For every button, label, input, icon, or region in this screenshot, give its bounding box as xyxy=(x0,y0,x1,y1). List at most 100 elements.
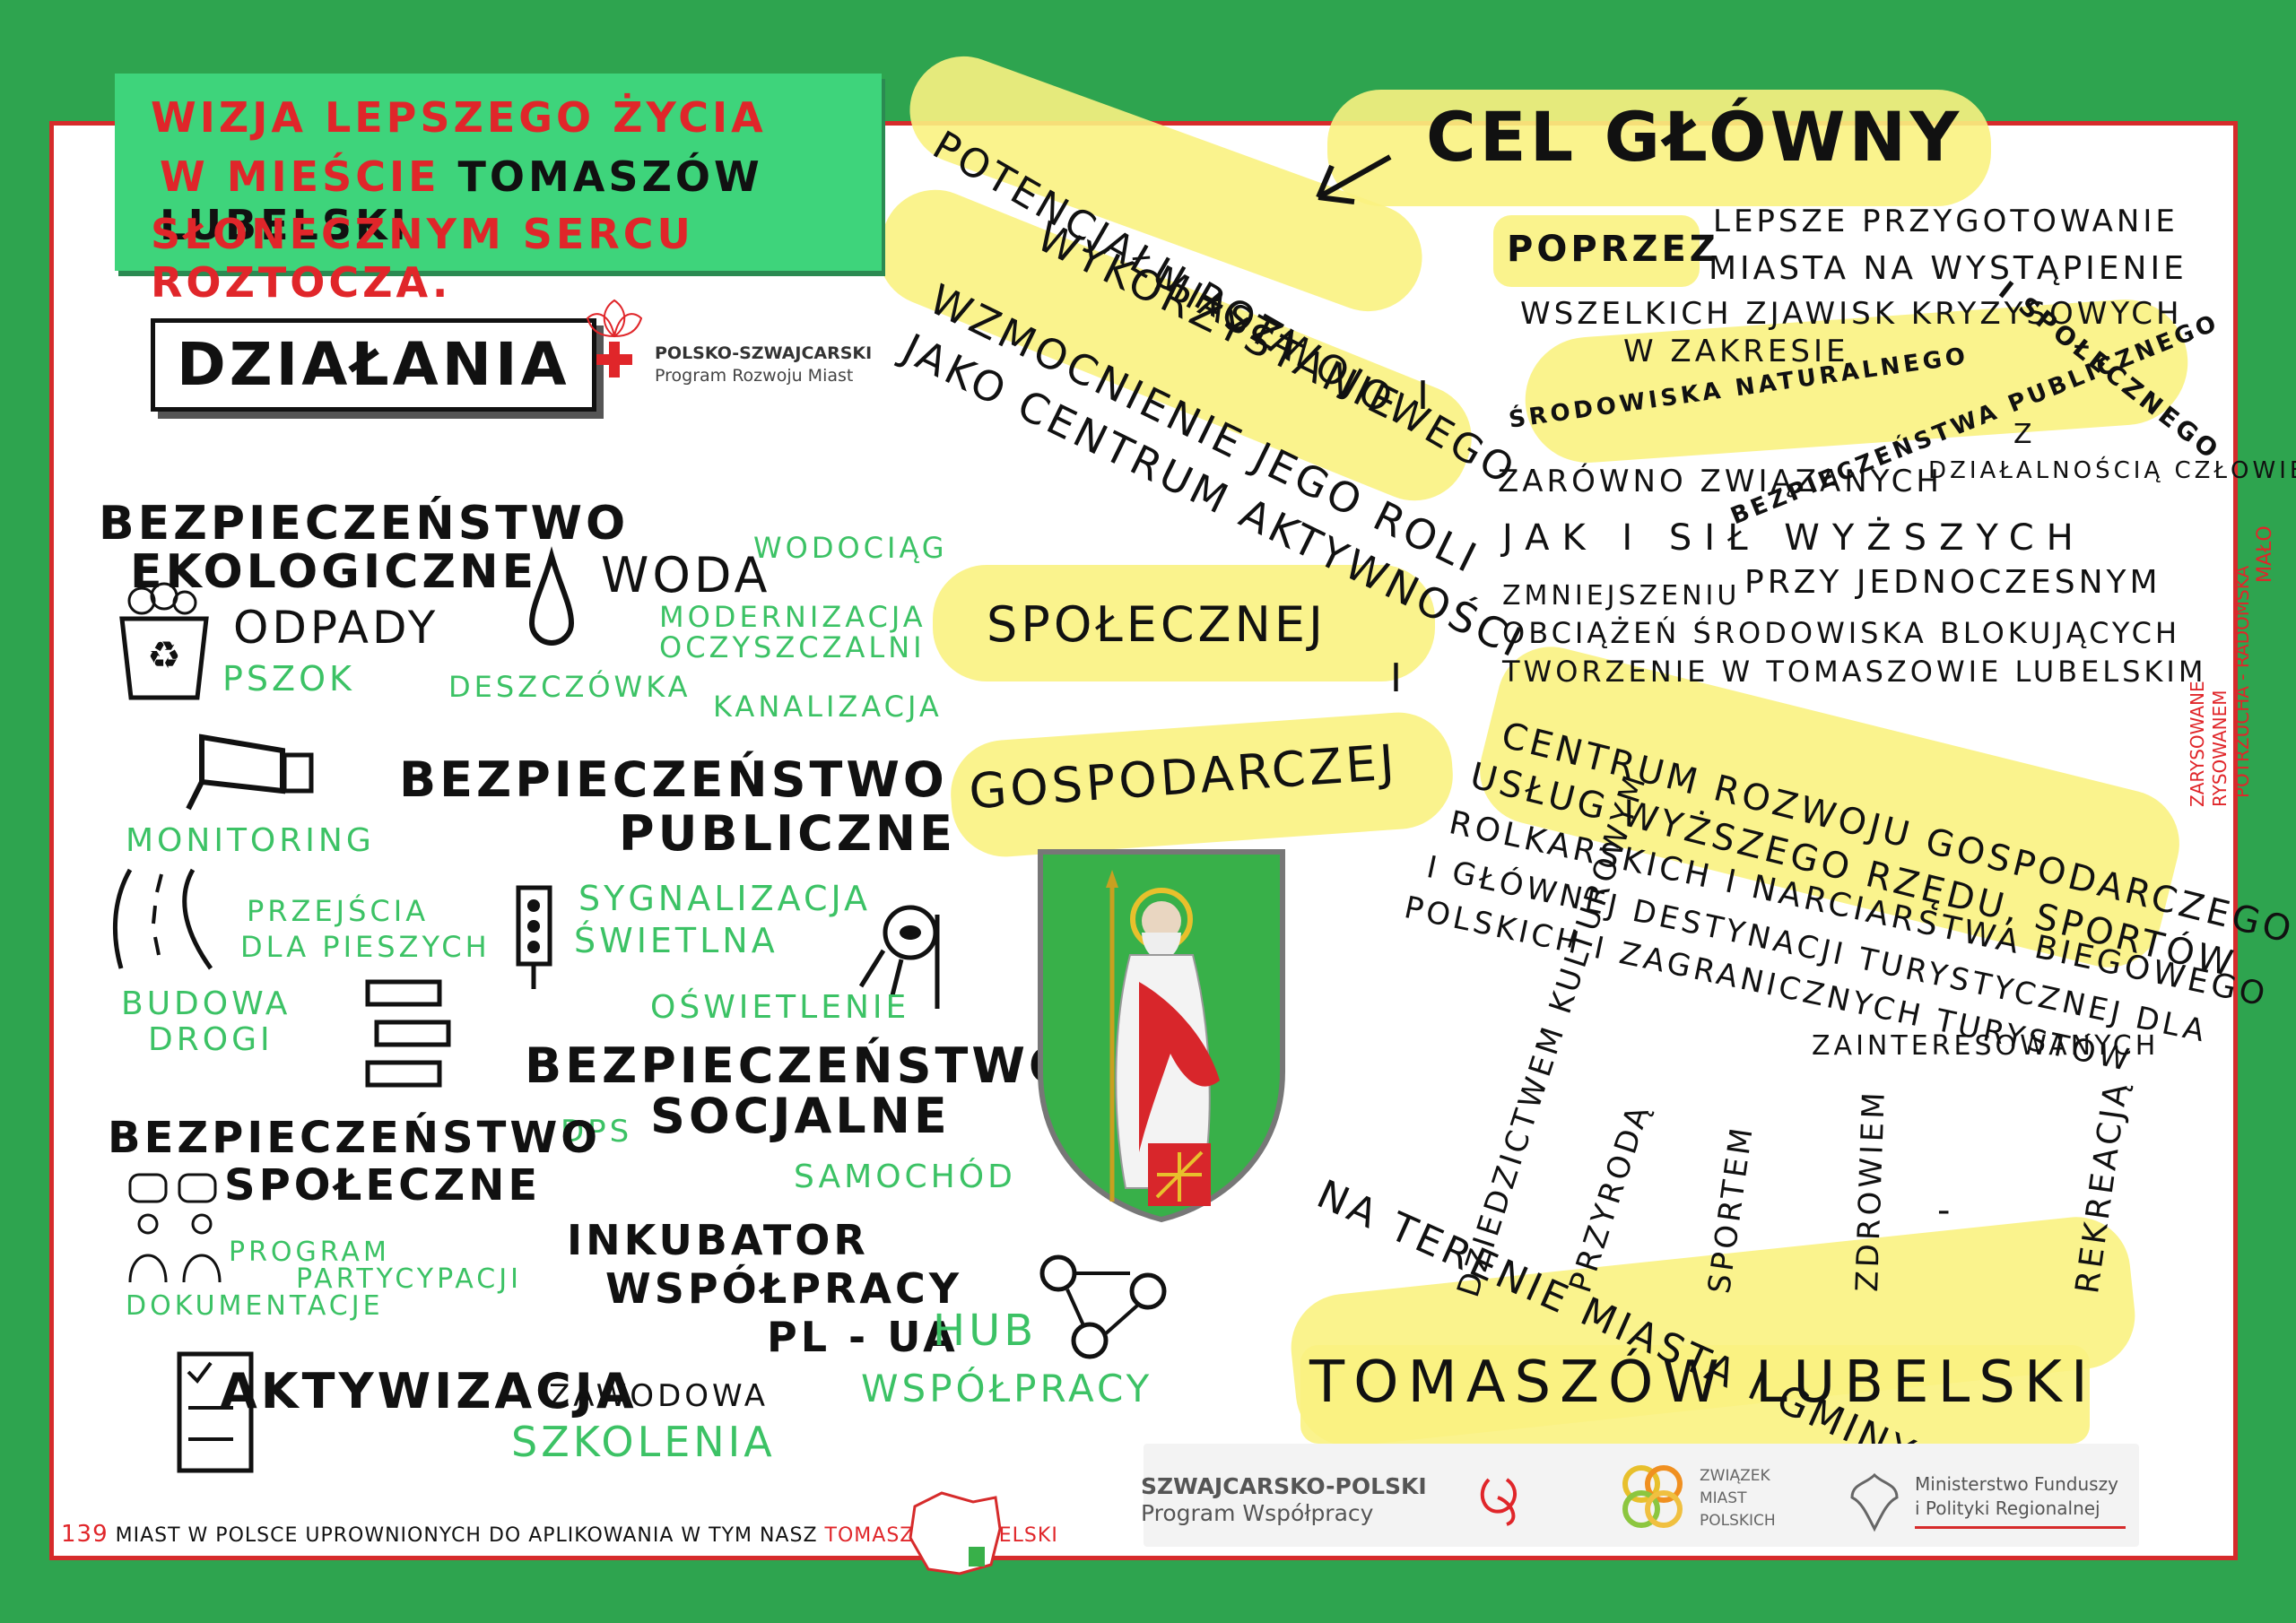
people-chat-icon xyxy=(128,1173,222,1283)
header-line2: W MIEŚCIE TOMASZÓW LUBELSKI xyxy=(160,152,882,249)
goal-f4: ZDROWIEM xyxy=(1849,1088,1892,1293)
partner-zmp-l1: ZWIĄZEK xyxy=(1700,1467,1770,1485)
activation-sub: ZAWODOWA xyxy=(549,1378,770,1414)
eagle-emblem-icon xyxy=(1850,1472,1899,1532)
waste-label: ODPADY xyxy=(233,602,439,654)
program-logo-line1: POLSKO-SZWAJCARSKI xyxy=(655,343,873,363)
traffic-light-icon xyxy=(516,885,552,989)
zmp-logo-icon xyxy=(1622,1465,1683,1528)
hub-l1: HUB xyxy=(933,1306,1038,1356)
road-icon xyxy=(113,868,213,970)
goal-title: CEL GŁÓWNY xyxy=(1426,97,1963,177)
recycle-bin-icon: ♻ xyxy=(119,582,209,700)
rain-label: DESZCZÓWKA xyxy=(448,670,691,704)
header-line2-prefix: W MIEŚCIE xyxy=(160,152,440,201)
eco-title-l2: EKOLOGICZNE xyxy=(130,545,538,599)
credit-l4: MAŁO xyxy=(2254,525,2276,583)
car-label: SAMOCHÓD xyxy=(794,1159,1016,1195)
highlight-city xyxy=(1300,1345,2090,1444)
signals-l2: ŚWIETLNA xyxy=(574,921,778,960)
participation-l1: PROGRAM xyxy=(229,1237,390,1268)
crossings-l1: PRZEJŚCIA xyxy=(247,894,430,928)
header-city: TOMASZÓW LUBELSKI xyxy=(160,152,763,249)
community-title-l2: SPOŁECZNE xyxy=(224,1160,542,1211)
water-drop-icon xyxy=(528,546,575,646)
public-title-l1: BEZPIECZEŃSTWO xyxy=(399,751,948,808)
highlight-through xyxy=(1493,215,1700,287)
footer-text: MIAST W POLSCE UPROWNIONYCH DO APLIKOWAN… xyxy=(115,1524,818,1547)
goal-r5a: ZARÓWNO ZWIĄZANYCH xyxy=(1498,464,1943,499)
swiss-cross-logo-icon xyxy=(586,299,643,378)
highlight-goal-title xyxy=(1327,90,1991,206)
swiss-program-logo-icon xyxy=(1480,1478,1517,1526)
poland-map-icon xyxy=(909,1491,1002,1575)
goal-social: SPOŁECZNEJ xyxy=(987,596,1326,653)
goal-dash: - xyxy=(1937,1190,1954,1231)
actions-title: DZIAŁANIA xyxy=(151,318,596,412)
eco-title-l1: BEZPIECZEŃSTWO xyxy=(99,497,630,551)
partner-swiss-l1: SZWAJCARSKO-POLSKI xyxy=(1141,1473,1427,1499)
social-security-title-l1: BEZPIECZEŃSTWO xyxy=(525,1037,1074,1094)
arrow-icon xyxy=(1316,154,1392,204)
partner-zmp-l3: POLSKICH xyxy=(1700,1512,1776,1530)
program-logo-line2: Program Rozwoju Miast xyxy=(655,366,854,386)
roads-l2: DROGI xyxy=(148,1021,274,1058)
camera-icon xyxy=(186,733,314,811)
partner-ministry-l1: Ministerstwo Funduszy xyxy=(1915,1473,2118,1495)
header-line1: WIZJA LEPSZEGO ŻYCIA xyxy=(151,93,767,142)
goal-r5b: DZIAŁALNOŚCIĄ CZŁOWIEKA xyxy=(1928,457,2296,484)
participation-l2: PARTYCYPACJI xyxy=(296,1263,522,1295)
header-card: WIZJA LEPSZEGO ŻYCIA W MIEŚCIE TOMASZÓW … xyxy=(115,74,882,307)
credit-l2: RYSOWANEM xyxy=(2209,690,2231,808)
signals-l1: SYGNALIZACJA xyxy=(578,879,872,918)
ministry-underline xyxy=(1915,1526,2126,1529)
waterworks-label: WODOCIĄG xyxy=(753,531,948,565)
community-title-l1: BEZPIECZEŃSTWO xyxy=(108,1113,602,1163)
roads-l1: BUDOWA xyxy=(121,985,291,1022)
public-title-l2: PUBLICZNE xyxy=(619,805,956,862)
footer-count: 139 xyxy=(61,1521,109,1548)
documentation-label: DOKUMENTACJE xyxy=(126,1290,384,1322)
crossings-l2: DLA PIESZYCH xyxy=(240,930,491,964)
goal-through: POPRZEZ xyxy=(1507,229,1719,270)
pszok-label: PSZOK xyxy=(222,659,355,699)
goal-z: Z xyxy=(2013,419,2036,450)
social-security-title-l2: SOCJALNE xyxy=(650,1088,951,1144)
header-line3: SŁONECZNYM SERCU ROZTOCZA. xyxy=(151,210,694,307)
svg-text:♻: ♻ xyxy=(147,633,181,677)
goal-c5: ZAINTERESOWANYCH xyxy=(1812,1030,2160,1062)
goal-city: TOMASZÓW LUBELSKI xyxy=(1309,1350,2097,1416)
incubator-l2: WSPÓŁPRACY xyxy=(605,1264,963,1313)
checklist-icon xyxy=(177,1351,254,1473)
modernization-l2: OCZYSZCZALNI xyxy=(659,630,926,664)
incubator-l1: INKUBATOR xyxy=(567,1216,869,1264)
modernization-l1: MODERNIZACJA xyxy=(659,600,926,634)
partner-ministry-l2: i Polityki Regionalnej xyxy=(1915,1497,2100,1519)
street-lamp-icon xyxy=(858,905,940,1009)
goal-r3: WSZELKICH ZJAWISK KRYZYSOWYCH xyxy=(1520,296,2183,332)
goal-r9: TWORZENIE W TOMASZOWIE LUBELSKIM xyxy=(1502,655,2207,689)
activation-title: AKTYWIZACJA xyxy=(220,1363,638,1419)
goal-r2: MIASTA NA WYSTĄPIENIE xyxy=(1709,250,2187,287)
lighting-label: OŚWIETLENIE xyxy=(650,989,910,1026)
sewer-label: KANALIZACJA xyxy=(713,690,943,724)
credit-l1: ZARYSOWANE xyxy=(2187,681,2208,807)
crosswalk-icon xyxy=(365,979,451,1088)
monitoring-label: MONITORING xyxy=(126,822,375,859)
coat-of-arms-icon xyxy=(1038,849,1285,1223)
training-label: SZKOLENIA xyxy=(511,1418,776,1466)
partner-zmp-l2: MIAST xyxy=(1700,1489,1747,1507)
network-hub-icon xyxy=(1039,1254,1167,1359)
dps-label: DPS xyxy=(561,1114,633,1150)
incubator-l3: PL - UA xyxy=(767,1313,959,1361)
water-label: WODA xyxy=(601,547,771,603)
goal-r4: W ZAKRESIE xyxy=(1623,334,1849,369)
goal-and2: I xyxy=(1390,655,1405,701)
goal-r8: OBCIĄŻEŃ ŚRODOWISKA BLOKUJĄCYCH xyxy=(1502,616,2181,650)
hub-l2: WSPÓŁPRACY xyxy=(861,1367,1153,1410)
goal-r7b: ZMNIEJSZENIU xyxy=(1502,580,1741,612)
highlight-social xyxy=(933,565,1435,681)
goal-r6: JAK I SIŁ WYŻSZYCH xyxy=(1502,517,2086,559)
credit-l3: POTRZUCHA - RADOMSKA xyxy=(2231,565,2253,798)
goal-r1: LEPSZE PRZYGOTOWANIE xyxy=(1713,204,2179,239)
